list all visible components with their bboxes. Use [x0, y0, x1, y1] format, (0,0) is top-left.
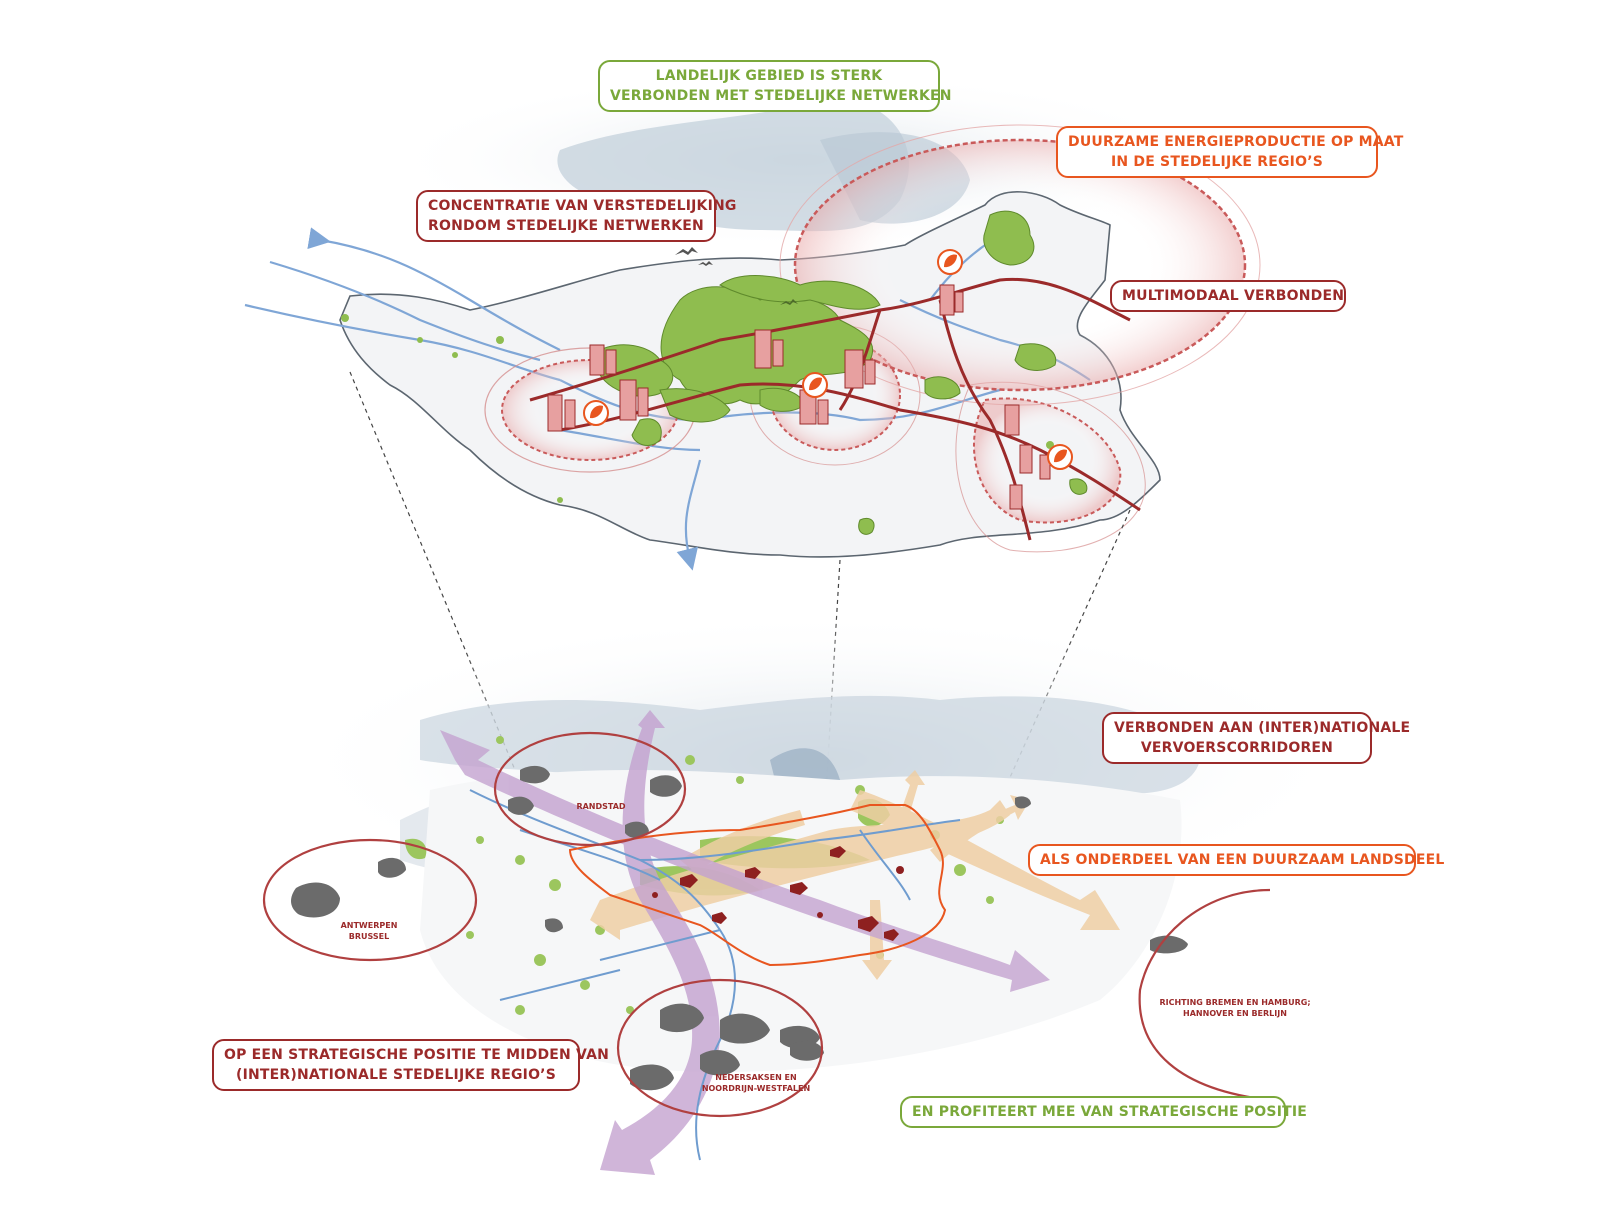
bottom-map [262, 610, 1360, 1175]
region-nedersaksen: NEDERSAKSEN EN NOORDRIJN-WESTFALEN [686, 1072, 826, 1094]
label-line: DUURZAME ENERGIEPRODUCTIE OP MAAT [1068, 134, 1404, 150]
province-outline [568, 804, 947, 967]
region-label-line: HANNOVER EN BERLIJN [1183, 1009, 1287, 1018]
region-label-line: RANDSTAD [576, 802, 626, 811]
cities-external [291, 765, 1188, 1091]
region-label-line: NOORDRIJN-WESTFALEN [701, 1084, 811, 1093]
region-ellipses [262, 731, 1271, 1118]
label-line: EN PROFITEERT MEE VAN STRATEGISCHE POSIT… [912, 1104, 1308, 1120]
label-line: VERBONDEN MET STEDELIJKE NETWERKEN [610, 88, 952, 104]
label-line: VERVOERSCORRIDOREN [1140, 740, 1334, 756]
region-bremen: RICHTING BREMEN EN HAMBURG; HANNOVER EN … [1150, 997, 1320, 1019]
label-rural-connected: LANDELIJK GEBIED IS STERK VERBONDEN MET … [598, 60, 952, 112]
label-profits: EN PROFITEERT MEE VAN STRATEGISCHE POSIT… [900, 1096, 1308, 1128]
label-line: (INTER)NATIONALE STEDELIJKE REGIO’S [235, 1067, 556, 1083]
sea-bottom [420, 695, 1202, 795]
label-line: LANDELIJK GEBIED IS STERK [655, 68, 883, 84]
label-multimodal: MULTIMODAAL VERBONDEN [1110, 280, 1346, 312]
label-concentration: CONCENTRATIE VAN VERSTEDELIJKING RONDOM … [416, 190, 737, 242]
label-line: VERBONDEN AAN (INTER)NATIONALE [1114, 720, 1411, 736]
label-strategic: OP EEN STRATEGISCHE POSITIE TE MIDDEN VA… [212, 1039, 610, 1091]
label-line: CONCENTRATIE VAN VERSTEDELIJKING [428, 198, 737, 214]
region-label-line: BRUSSEL [348, 932, 390, 941]
region-antwerpen: ANTWERPEN BRUSSEL [324, 920, 414, 942]
label-line: ALS ONDERDEEL VAN EEN DUURZAAM LANDSDEEL [1040, 852, 1445, 868]
label-line: RONDOM STEDELIJKE NETWERKEN [428, 218, 704, 234]
label-sustainable: ALS ONDERDEEL VAN EEN DUURZAAM LANDSDEEL [1028, 844, 1445, 876]
bird-icon [675, 247, 798, 305]
region-label-line: NEDERSAKSEN EN [715, 1073, 797, 1082]
label-energy: DUURZAME ENERGIEPRODUCTIE OP MAAT IN DE … [1056, 126, 1404, 178]
label-line: OP EEN STRATEGISCHE POSITIE TE MIDDEN VA… [224, 1047, 610, 1063]
building-cluster-icon [547, 284, 1051, 510]
label-line: MULTIMODAAL VERBONDEN [1122, 288, 1345, 304]
region-randstad: RANDSTAD [566, 801, 636, 812]
cities-province [652, 846, 904, 941]
arrow-corridor-icon [590, 770, 1120, 980]
region-label-line: RICHTING BREMEN EN HAMBURG; [1159, 998, 1311, 1007]
leaf-energy-icon [583, 249, 1073, 470]
region-label-line: ANTWERPEN [340, 921, 398, 930]
label-corridors: VERBONDEN AAN (INTER)NATIONALE VERVOERSC… [1102, 712, 1411, 764]
label-line: IN DE STEDELIJKE REGIO’S [1110, 154, 1323, 170]
rivers-bottom [469, 789, 961, 1161]
